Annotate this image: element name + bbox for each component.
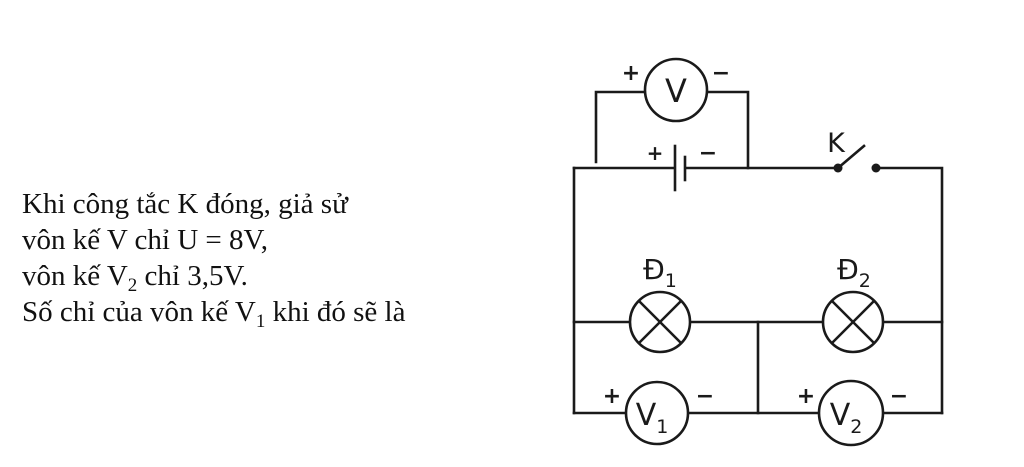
voltmeter-1-plus: + (603, 384, 621, 409)
switch-label: K (827, 128, 846, 159)
right-outer-wire (874, 166, 944, 415)
battery-minus-sign: − (699, 141, 717, 166)
battery-plus-sign: + (647, 141, 664, 165)
problem-line-3-post: chỉ 3,5V. (137, 260, 248, 292)
voltmeter-1-label-main: V (636, 398, 657, 433)
lamp-1-label: Đ1 (643, 253, 677, 292)
problem-line-4-post: khi đó sẽ là (265, 296, 406, 328)
voltmeter-wire-left (594, 90, 647, 164)
lamp-1-label-sub: 1 (665, 270, 677, 292)
voltmeter-2-circle (817, 379, 885, 447)
voltmeter-1-minus: − (696, 384, 714, 409)
voltmeter-1-label-sub: 1 (656, 416, 668, 438)
problem-line-4-sub: 1 (255, 311, 266, 332)
lamp-1-label-main: Đ (643, 253, 665, 286)
lamp-2-label-sub: 2 (859, 270, 871, 292)
problem-line-3: vôn kế V2 chỉ 3,5V. (22, 258, 406, 296)
problem-line-4-pre: Số chỉ của vôn kế V (22, 296, 256, 328)
lamp-1-cross-b (638, 300, 682, 344)
voltmeter-v-circle (643, 57, 709, 123)
problem-line-3-sub: 2 (127, 275, 138, 296)
lamp-2-label: Đ2 (837, 253, 871, 292)
voltmeter-v-plus: + (622, 61, 640, 86)
voltmeter-2-label-sub: 2 (850, 416, 862, 438)
voltmeter-v-minus: − (712, 61, 730, 86)
problem-line-4: Số chỉ của vôn kế V1 khi đó sẽ là (22, 294, 406, 332)
voltmeter-2-label-main: V (830, 398, 851, 433)
switch-blade (836, 144, 866, 170)
problem-line-2: vôn kế V chỉ U = 8V, (22, 224, 268, 256)
problem-statement: Khi công tắc K đóng, giả sử vôn kế V chỉ… (22, 186, 406, 332)
problem-line-3-pre: vôn kế V (22, 260, 128, 292)
lamp-2-label-main: Đ (837, 253, 859, 286)
voltmeter-2-plus: + (797, 384, 815, 409)
voltmeter-2-label: V2 (830, 398, 863, 438)
voltmeter-1-circle (624, 380, 690, 446)
voltmeter-v-label: V (665, 72, 687, 110)
problem-line-1: Khi công tắc K đóng, giả sử (22, 188, 348, 220)
voltmeter-wire-right (706, 90, 750, 170)
voltmeter-2-minus: − (890, 384, 908, 409)
voltmeter-1-label: V1 (636, 398, 669, 438)
lamp-2-cross-b (831, 300, 875, 344)
